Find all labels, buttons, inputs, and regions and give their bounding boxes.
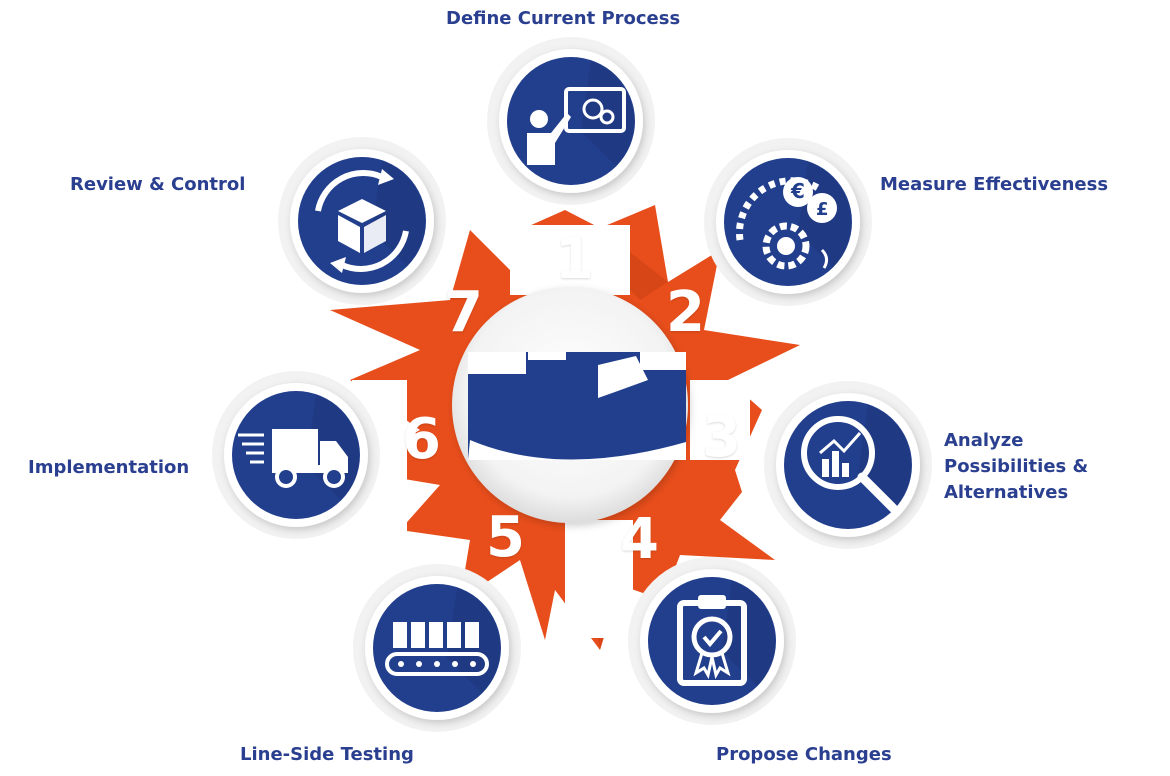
step-2-number: 2 <box>666 280 705 345</box>
svg-text:£: £ <box>816 199 829 220</box>
svg-text:€: € <box>790 179 805 203</box>
delivery-truck-icon <box>238 429 348 488</box>
step-6-number: 6 <box>402 407 441 472</box>
step-7-label: Review & Control <box>70 174 246 195</box>
step-5-number: 5 <box>486 505 525 570</box>
overlay-right <box>690 380 750 460</box>
center-logo-icon <box>468 352 686 460</box>
step-4-circle <box>628 557 796 725</box>
step-6-circle <box>212 371 380 539</box>
step-3-number: 3 <box>702 405 741 470</box>
step-1-label: Define Current Process <box>446 8 681 29</box>
step-6-label: Implementation <box>28 457 190 478</box>
step-circles: €£ <box>212 37 932 732</box>
center-disc <box>452 287 688 523</box>
step-5-label: Line-Side Testing <box>240 744 414 765</box>
magnifier-chart-icon <box>801 416 899 514</box>
step-5-circle <box>353 564 521 732</box>
step-1-circle <box>487 37 655 205</box>
step-1-number: 1 <box>555 227 594 292</box>
conveyor-belt-icon <box>385 622 489 676</box>
step-7-number: 7 <box>444 280 483 345</box>
overlay-bottom <box>565 520 633 638</box>
currency-gauge-gear-icon: €£ <box>736 177 837 270</box>
overlay-top <box>510 225 630 295</box>
step-2-circle: €£ <box>704 138 872 306</box>
clipboard-badge-icon <box>677 595 747 686</box>
step-4-label: Propose Changes <box>716 744 892 765</box>
step-7-circle <box>278 137 446 305</box>
step-3-label: Analyze Possibilities & Alternatives <box>944 430 1089 503</box>
step-3-circle <box>764 381 932 549</box>
presentation-gears-icon <box>527 87 626 165</box>
starburst-overlays <box>352 225 750 638</box>
step-4-number: 4 <box>620 507 659 572</box>
step-2-label: Measure Effectiveness <box>880 174 1109 195</box>
box-cycle-icon <box>315 169 409 273</box>
